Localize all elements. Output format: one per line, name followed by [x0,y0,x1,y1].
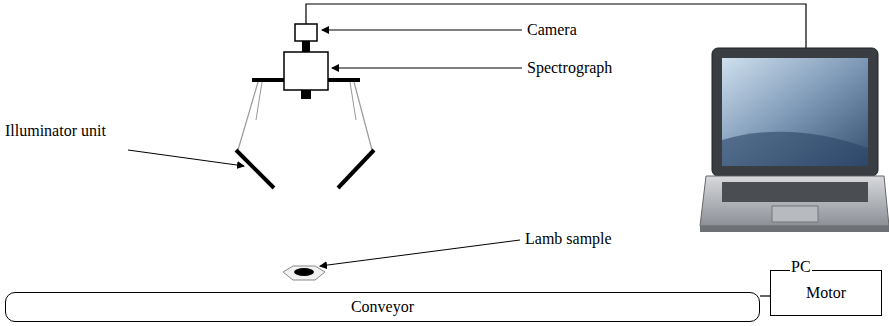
sample-tray [283,266,325,280]
motor-box: Motor [770,270,882,316]
part-label: Illuminator unit [4,122,107,140]
mounting-bar [328,78,360,82]
lamb-sample [294,268,314,276]
data-cable [306,4,806,48]
mounting-bar [252,78,284,82]
illuminator-arm [350,82,356,120]
illuminator-arm [354,82,372,150]
leader-arrow [320,240,520,266]
camera-body [295,24,317,41]
spectrograph-body [284,52,328,90]
connector-line [760,295,770,296]
part-label: PC [790,258,812,276]
laptop [700,48,889,232]
node-text: Conveyor [351,298,414,316]
part-label: Spectrograph [526,59,613,77]
part-label: Lamb sample [524,230,613,248]
node-text: Motor [806,284,846,302]
camera-mount [302,41,310,52]
illuminator-arm [256,82,262,120]
illuminator-lamp [236,150,274,188]
illuminator-lamp [338,150,374,188]
lens [301,90,311,99]
leader-arrow [332,68,522,69]
leader-arrow [128,150,244,166]
illuminator-arm [238,82,258,150]
part-label: Camera [526,21,578,39]
conveyor-box: Conveyor [5,292,760,322]
leader-arrow [322,30,522,31]
